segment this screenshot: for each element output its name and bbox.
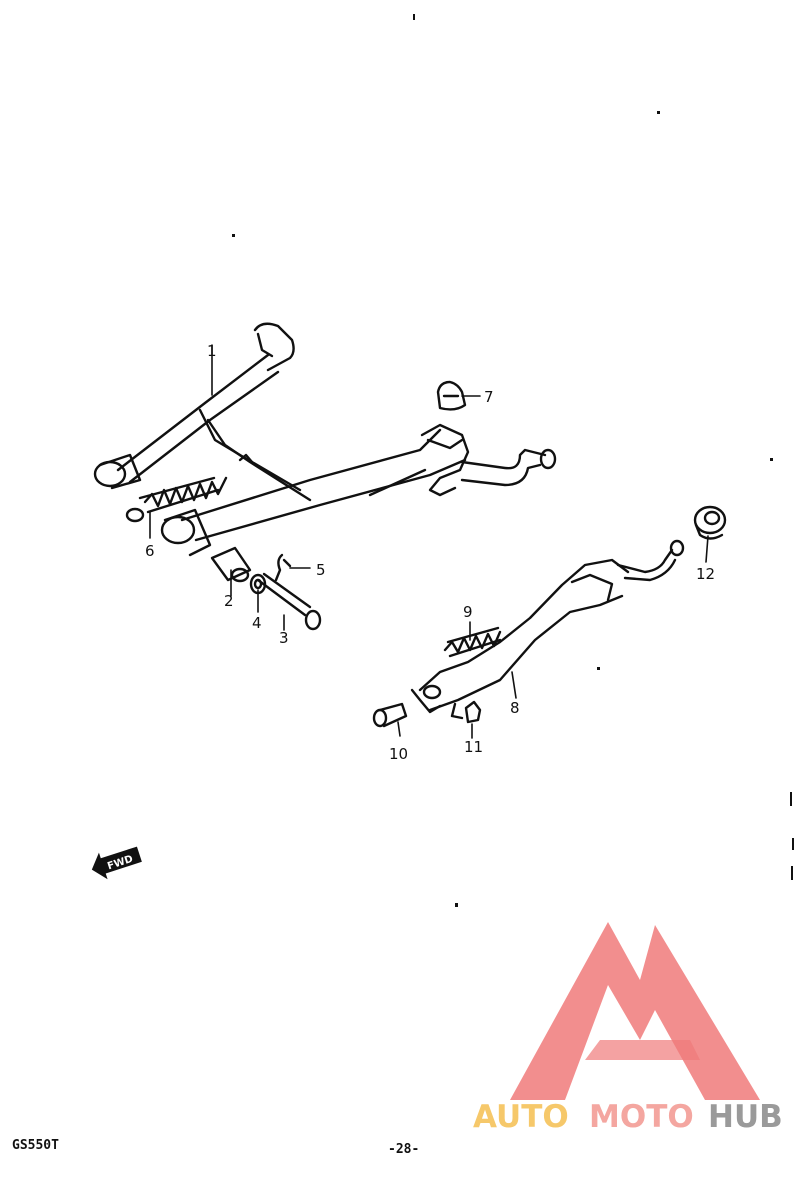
side-stand-bolt-part <box>372 702 408 728</box>
side-stand-part <box>410 539 685 720</box>
callout-7: 7 <box>484 388 494 406</box>
watermark-moto: MOTO <box>589 1099 694 1135</box>
watermark-hub: HUB <box>708 1099 783 1135</box>
callout-3: 3 <box>279 629 289 647</box>
center-stand-part <box>93 322 557 557</box>
callout-5: 5 <box>316 561 326 579</box>
callout-labels: 6 2 4 3 5 7 9 8 10 11 12 1 <box>145 342 715 763</box>
bolt-part <box>256 572 322 631</box>
stand-spring-part <box>125 476 228 523</box>
side-stand-spring-part <box>443 626 502 658</box>
callout-10: 10 <box>389 745 408 763</box>
model-code: GS550T <box>12 1138 59 1153</box>
callout-12: 12 <box>696 565 715 583</box>
leader-lines <box>149 344 709 739</box>
callout-8: 8 <box>510 699 520 717</box>
callout-1: 1 <box>207 342 217 360</box>
cotter-pin-part <box>274 553 292 582</box>
nut-part <box>464 700 482 724</box>
rubber-stopper-part <box>436 380 467 411</box>
watermark-triangle-icon <box>510 922 760 1100</box>
rubber-pad-part <box>693 505 727 540</box>
scan-specks <box>232 14 794 907</box>
callout-4: 4 <box>252 614 262 632</box>
callout-11: 11 <box>464 738 483 756</box>
pivot-sleeve-part <box>210 546 252 583</box>
callout-6: 6 <box>145 542 155 560</box>
callout-9: 9 <box>463 603 473 621</box>
page-number: -28- <box>388 1142 420 1157</box>
forward-arrow-icon: FWD <box>91 846 142 880</box>
watermark-auto: AUTO <box>473 1099 569 1135</box>
callout-2: 2 <box>224 592 234 610</box>
watermark-logo: AUTO MOTO HUB <box>473 922 783 1135</box>
